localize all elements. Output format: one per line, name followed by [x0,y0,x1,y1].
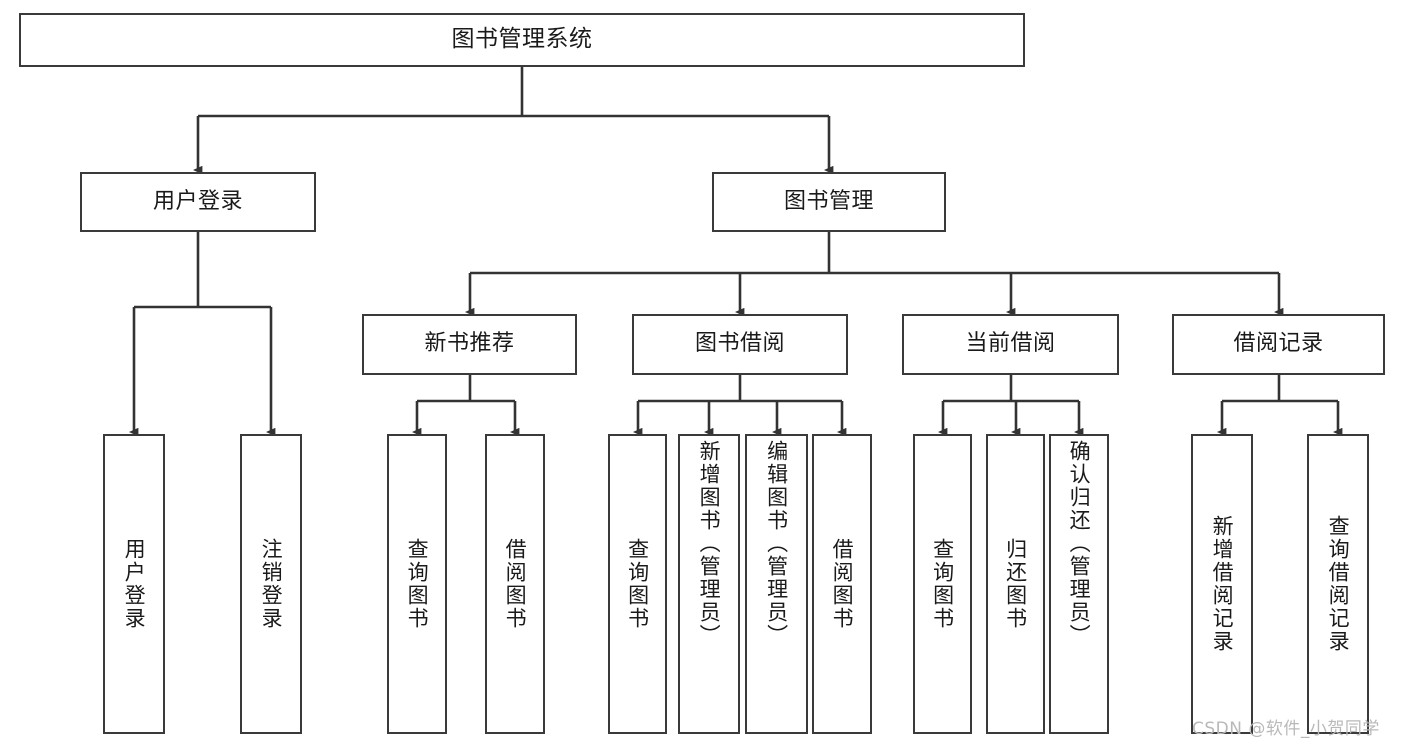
node-leaf-user-login[interactable]: 用户登录 [103,434,165,734]
node-label: 借阅图书 [503,538,528,630]
node-label: 查询图书 [625,538,650,630]
node-leaf-query-book-3[interactable]: 查询图书 [913,434,972,734]
node-borrow-record[interactable]: 借阅记录 [1172,314,1385,375]
node-current-borrow[interactable]: 当前借阅 [902,314,1119,375]
node-label: 注销登录 [259,538,284,630]
node-leaf-add-record[interactable]: 新增借阅记录 [1191,434,1253,734]
node-label: 归还图书 [1003,538,1028,630]
node-label: 新增图书（管理员） [697,440,722,647]
node-label: 用户登录 [122,538,147,630]
node-label: 查询图书 [405,538,430,630]
node-leaf-borrow-book-1[interactable]: 借阅图书 [485,434,545,734]
node-label: 用户登录 [152,188,243,214]
node-label: 借阅图书 [830,538,855,630]
node-book-borrow[interactable]: 图书借阅 [632,314,848,375]
node-label: 新书推荐 [424,331,515,357]
node-label: 当前借阅 [965,331,1056,357]
node-leaf-query-record[interactable]: 查询借阅记录 [1307,434,1369,734]
node-label: 新增借阅记录 [1210,515,1235,653]
watermark-label: CSDN @软件_小贺同学 [1192,719,1380,739]
node-leaf-return-book[interactable]: 归还图书 [986,434,1045,734]
node-label: 图书管理 [783,188,874,214]
node-new-book-rec[interactable]: 新书推荐 [362,314,577,375]
node-leaf-query-book-1[interactable]: 查询图书 [387,434,447,734]
node-leaf-query-book-2[interactable]: 查询图书 [608,434,667,734]
node-label: 图书管理系统 [451,26,593,53]
node-leaf-edit-book[interactable]: 编辑图书（管理员） [745,434,808,734]
node-label: 编辑图书（管理员） [764,440,789,647]
node-label: 查询借阅记录 [1326,515,1351,653]
node-book-manage[interactable]: 图书管理 [712,172,946,232]
node-label: 借阅记录 [1233,331,1324,357]
node-root[interactable]: 图书管理系统 [19,13,1025,67]
node-leaf-borrow-book-2[interactable]: 借阅图书 [812,434,872,734]
node-label: 图书借阅 [694,331,785,357]
node-leaf-logout-login[interactable]: 注销登录 [240,434,302,734]
node-leaf-confirm-return[interactable]: 确认归还（管理员） [1049,434,1109,734]
node-label: 查询图书 [930,538,955,630]
node-user-login[interactable]: 用户登录 [80,172,316,232]
node-label: 确认归还（管理员） [1067,440,1092,647]
node-leaf-add-book[interactable]: 新增图书（管理员） [678,434,740,734]
